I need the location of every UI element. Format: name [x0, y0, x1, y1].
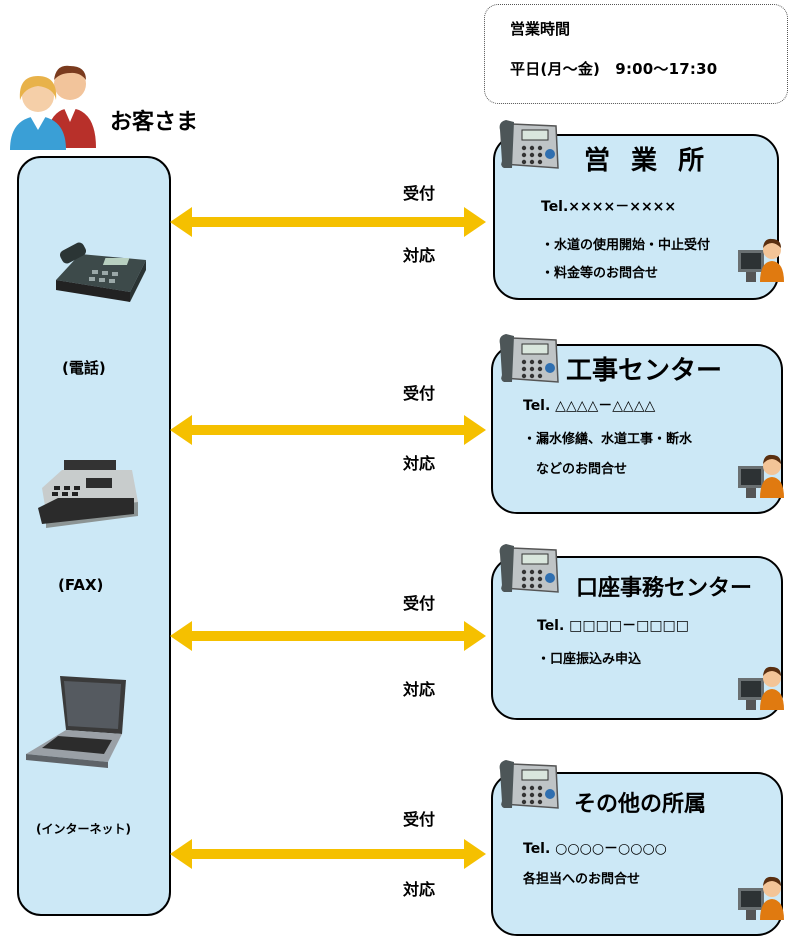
- customer-label: お客さま: [110, 110, 199, 135]
- operator-icon: [738, 666, 784, 710]
- office-tel: Tel. △△△△－△△△△: [523, 398, 656, 414]
- desk-phone-icon: [498, 543, 559, 593]
- office-tel: Tel. □□□□－□□□□: [537, 618, 689, 634]
- double-arrow-icon: [170, 207, 486, 237]
- device-label-phone: (電話): [62, 359, 106, 377]
- office-name: その他の所属: [574, 792, 707, 817]
- office-tel: Tel. ○○○○－○○○○: [523, 841, 667, 857]
- respond-label: 対応: [403, 454, 436, 473]
- laptop-icon: [26, 676, 126, 768]
- double-arrow-icon: [170, 839, 486, 869]
- receive-label: 受付: [403, 810, 436, 829]
- office-line: ・水道の使用開始・中止受付: [541, 238, 711, 253]
- respond-label: 対応: [403, 680, 436, 699]
- office-line: ・漏水修繕、水道工事・断水: [523, 432, 693, 447]
- respond-label: 対応: [403, 880, 436, 899]
- operator-icon: [738, 238, 784, 282]
- business-hours-title: 営業時間: [510, 20, 571, 38]
- operator-icon: [738, 454, 784, 498]
- office-line: などのお問合せ: [523, 462, 628, 477]
- respond-label: 対応: [403, 246, 436, 265]
- office-tel: Tel.××××－××××: [541, 199, 677, 215]
- desk-phone-icon: [498, 333, 559, 383]
- office-name: 営 業 所: [584, 146, 711, 176]
- office-line: ・料金等のお問合せ: [541, 266, 659, 281]
- device-label-fax: (FAX): [58, 576, 104, 594]
- office-box-construction: [491, 344, 783, 514]
- telephone-icon: [56, 242, 146, 302]
- receive-label: 受付: [403, 184, 436, 203]
- double-arrow-icon: [170, 621, 486, 651]
- business-hours-text: 平日(月～金) 9:00～17:30: [510, 60, 718, 78]
- arrows-layer: [170, 207, 486, 869]
- office-line: 各担当へのお問合せ: [523, 872, 641, 887]
- operator-icon: [738, 876, 784, 920]
- desk-phone-icon: [498, 759, 559, 809]
- device-label-internet: (インターネット): [36, 822, 131, 836]
- office-name: 口座事務センター: [576, 576, 753, 601]
- office-name: 工事センター: [566, 356, 723, 386]
- fax-machine-icon: [38, 460, 138, 528]
- receive-label: 受付: [403, 594, 436, 613]
- double-arrow-icon: [170, 415, 486, 445]
- customers-icon: [10, 65, 96, 150]
- receive-label: 受付: [403, 384, 436, 403]
- desk-phone-icon: [498, 119, 559, 169]
- office-line: ・口座振込み申込: [537, 652, 642, 667]
- business-hours-box: [484, 4, 788, 104]
